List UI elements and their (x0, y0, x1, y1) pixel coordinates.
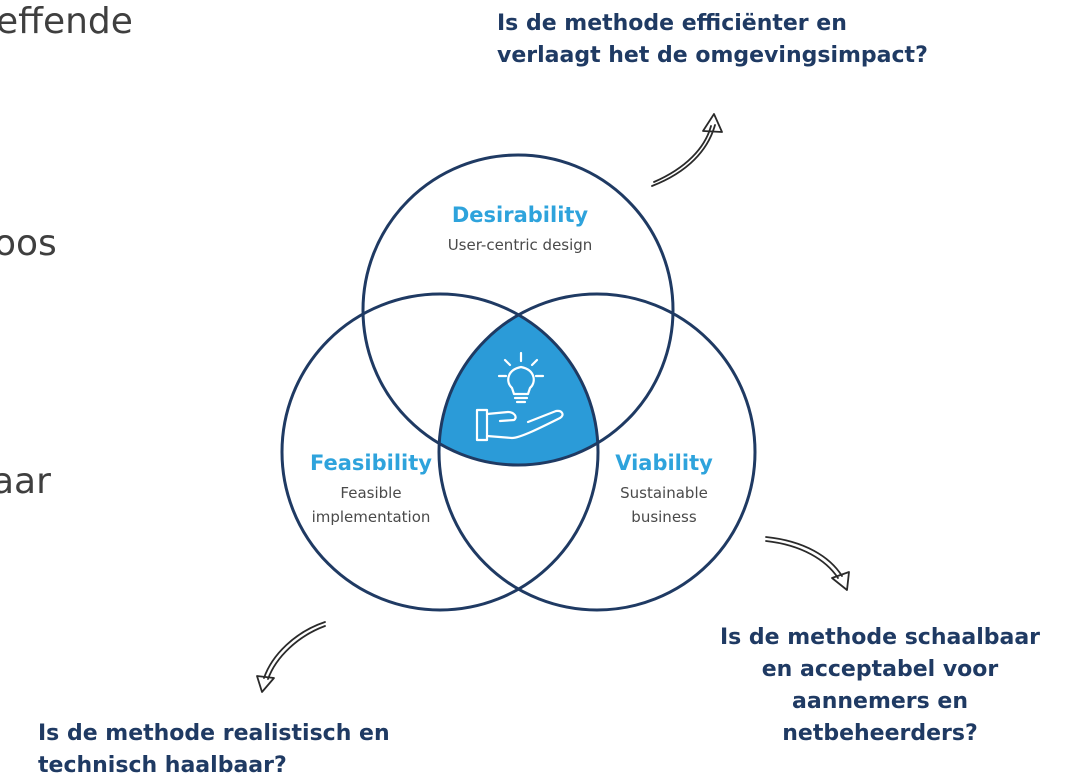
arrow-to-top-question (651, 113, 723, 187)
feasibility-title: Feasibility (310, 451, 432, 475)
question-scalability-line-3: aannemers en (792, 689, 968, 714)
arrow-to-right-question (765, 536, 850, 591)
lightbulb-in-hand-icon (475, 351, 564, 442)
partial-text-line-1: effende (0, 1, 133, 42)
question-feasibility-line-1: Is de methode realistisch en (38, 721, 390, 746)
question-scalability-line-4: netbeheerders? (782, 721, 978, 746)
feasibility-subtitle-line-1: Feasible (340, 484, 401, 502)
question-feasibility: Is de methode realistisch en technisch h… (38, 718, 458, 782)
viability-circle (437, 292, 757, 612)
viability-subtitle-line-2: business (631, 508, 697, 526)
feasibility-circle (280, 292, 600, 612)
question-scalability-line-2: en acceptabel voor (761, 657, 999, 682)
desirability-title: Desirability (452, 203, 589, 227)
question-efficiency: Is de methode efficiënter en verlaagt he… (497, 8, 1057, 72)
viability-title: Viability (615, 451, 713, 475)
question-feasibility-line-2: technisch haalbaar? (38, 753, 287, 778)
arrow-to-bottom-question (256, 621, 326, 693)
question-efficiency-line-1: Is de methode efficiënter en (497, 11, 847, 36)
question-efficiency-line-2: verlaagt het de omgevingsimpact? (497, 43, 928, 68)
question-scalability: Is de methode schaalbaar en acceptabel v… (700, 622, 1060, 750)
desirability-circle (361, 153, 675, 467)
viability-subtitle-line-1: Sustainable (620, 484, 708, 502)
partial-text-line-3: aar (0, 461, 51, 502)
question-scalability-line-1: Is de methode schaalbaar (719, 625, 1041, 650)
partial-text-line-2: oos (0, 223, 57, 264)
feasibility-subtitle-line-2: implementation (312, 508, 431, 526)
desirability-subtitle: User-centric design (448, 236, 593, 254)
